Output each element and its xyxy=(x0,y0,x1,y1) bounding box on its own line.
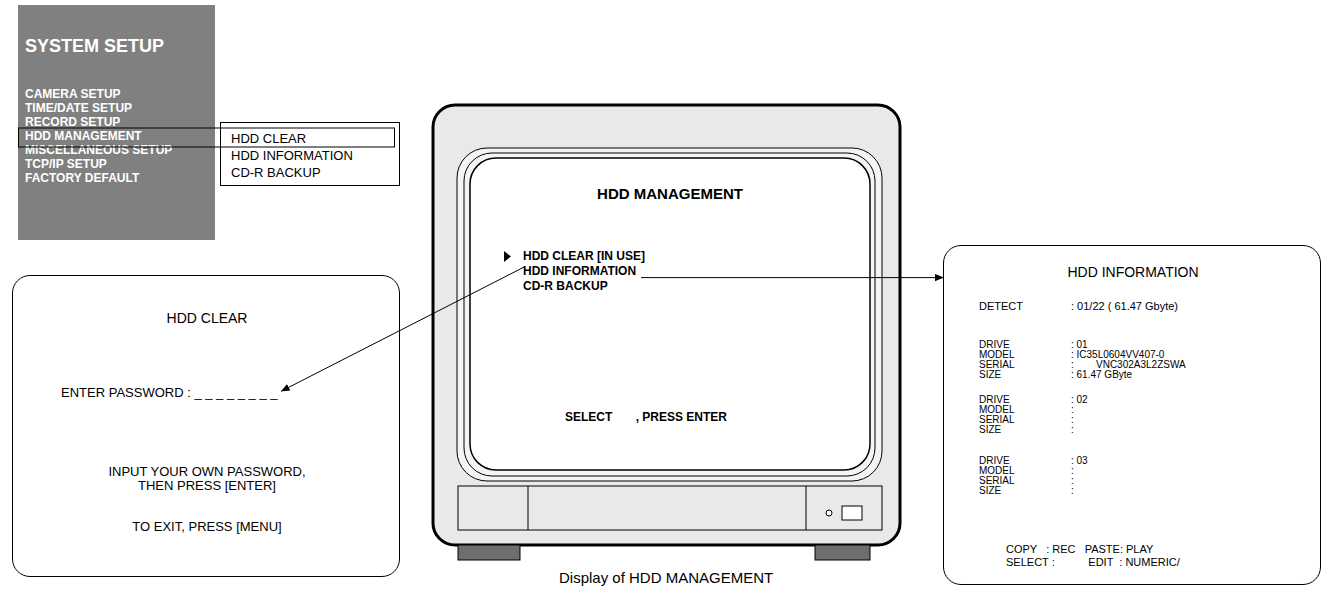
info-cell: DRIVE xyxy=(979,339,1010,350)
info-cell: SERIAL xyxy=(979,475,1015,486)
info-cell: : xyxy=(1071,404,1074,415)
info-cell: SIZE xyxy=(979,485,1001,496)
screen-item: HDD INFORMATION xyxy=(523,265,636,278)
info-cell: DRIVE xyxy=(979,394,1010,405)
info-cell: SERIAL xyxy=(979,359,1015,370)
dialog-text: INPUT YOUR OWN PASSWORD, THEN PRESS [ENT… xyxy=(105,465,310,494)
menu-panel: SYSTEM SETUP CAMERA SETUPTIME/DATE SETUPR… xyxy=(18,5,215,240)
figure-caption: Display of HDD MANAGEMENT xyxy=(559,569,773,586)
submenu-item: CD-R BACKUP xyxy=(231,166,321,180)
menu-item: TIME/DATE SETUP xyxy=(25,102,132,115)
menu-item: RECORD SETUP xyxy=(25,116,120,129)
info-cell: : 01 xyxy=(1071,339,1088,350)
monitor-body xyxy=(433,105,900,545)
monitor-foot xyxy=(815,545,870,560)
info-cell: DETECT xyxy=(979,300,1023,312)
dialog-panel: HDD CLEAR ENTER PASSWORD : _ _ _ _ _ _ _ … xyxy=(12,275,400,577)
dialog-text: TO EXIT, PRESS [MENU] xyxy=(132,520,281,534)
info-cell: : 03 xyxy=(1071,455,1088,466)
monitor-bezel xyxy=(457,148,882,481)
info-cell: MODEL xyxy=(979,349,1015,360)
info-cell: : IC35L0604VV407-0 xyxy=(1071,349,1164,360)
monitor-screen xyxy=(470,158,870,470)
leader-arrow xyxy=(282,267,525,391)
info-cell: : xyxy=(1071,465,1074,476)
screen-item: CD-R BACKUP xyxy=(523,280,608,293)
info-cell: SIZE xyxy=(979,424,1001,435)
menu-title: SYSTEM SETUP xyxy=(25,37,164,57)
info-cell: : 01/22 ( 61.47 Gbyte) xyxy=(1071,300,1178,312)
info-cell: DRIVE xyxy=(979,455,1010,466)
submenu-item: HDD CLEAR xyxy=(231,131,306,145)
panel-title: HDD INFORMATION xyxy=(1067,265,1198,280)
submenu-box: HDD CLEAR HDD INFORMATION CD-R BACKUP xyxy=(220,122,400,186)
screen-title: HDD MANAGEMENT xyxy=(597,186,743,203)
info-cell: SELECT : EDIT : NUMERIC/ xyxy=(1006,556,1180,568)
selection-pointer xyxy=(504,251,511,262)
menu-item: HDD MANAGEMENT xyxy=(25,130,142,143)
info-cell: : xyxy=(1071,475,1074,486)
monitor-foot xyxy=(458,545,520,560)
menu-item: CAMERA SETUP xyxy=(25,88,121,101)
info-cell: : 61.47 GByte xyxy=(1071,369,1132,380)
dialog-text: ENTER PASSWORD : _ _ _ _ _ _ _ _ xyxy=(61,386,278,400)
leader-arrow xyxy=(641,277,943,278)
info-cell: : xyxy=(1071,485,1074,496)
dialog-title: HDD CLEAR xyxy=(167,311,248,326)
info-panel: HDD INFORMATION DETECT : 01/22 ( 61.47 Gby… xyxy=(943,245,1321,585)
monitor-bezel-inner xyxy=(464,153,875,476)
info-cell: COPY : REC PASTE: PLAY xyxy=(1006,543,1153,555)
info-cell: MODEL xyxy=(979,404,1015,415)
menu-item: FACTORY DEFAULT xyxy=(25,172,139,185)
power-button xyxy=(842,506,862,520)
menu-item: MISCELLANEOUS SETUP xyxy=(25,144,172,157)
screen-item: HDD CLEAR [IN USE] xyxy=(523,250,645,263)
info-cell: : xyxy=(1071,414,1074,425)
menu-item: TCP/IP SETUP xyxy=(25,158,107,171)
screen-menu: HDD MANAGEMENT HDD CLEAR [IN USE] HDD INFO… xyxy=(470,158,870,470)
info-cell: MODEL xyxy=(979,465,1015,476)
strip-divider xyxy=(528,486,529,530)
screen-hint: SELECT , PRESS ENTER xyxy=(565,411,727,424)
info-cell: : xyxy=(1071,359,1074,370)
power-led xyxy=(826,510,832,516)
strip-divider xyxy=(806,486,807,530)
info-cell: VNC302A3L2ZSWA xyxy=(1096,359,1186,370)
info-cell: SIZE xyxy=(979,369,1001,380)
submenu-item: HDD INFORMATION xyxy=(231,149,353,163)
info-cell: SERIAL xyxy=(979,414,1015,425)
info-cell: : xyxy=(1071,424,1074,435)
monitor-control-strip xyxy=(458,486,882,530)
info-cell: : 02 xyxy=(1071,394,1088,405)
selected-row-outline xyxy=(19,128,395,147)
